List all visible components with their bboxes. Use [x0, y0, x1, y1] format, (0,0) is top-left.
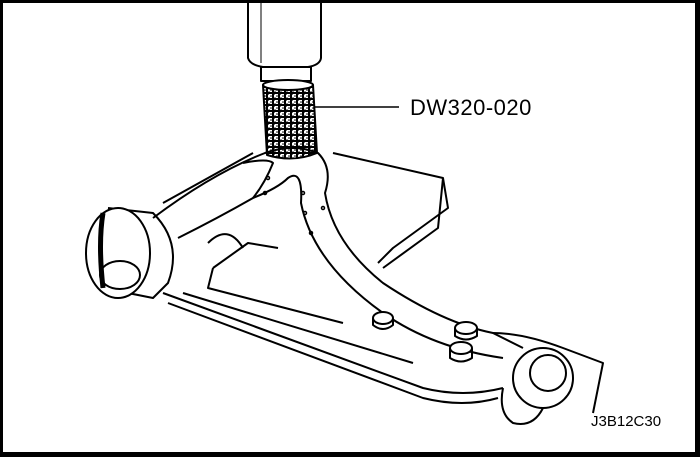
bolts — [372, 311, 478, 363]
figure-code: J3B12C30 — [591, 413, 662, 430]
bushing — [85, 207, 174, 299]
control-arm-illustration — [85, 3, 604, 425]
tool-dw320-020 — [262, 79, 318, 160]
press-ram — [247, 3, 322, 82]
ball-joint — [492, 332, 604, 425]
control-arm — [152, 147, 524, 404]
support-block — [162, 152, 449, 324]
tool-label: DW320-020 — [410, 95, 532, 120]
